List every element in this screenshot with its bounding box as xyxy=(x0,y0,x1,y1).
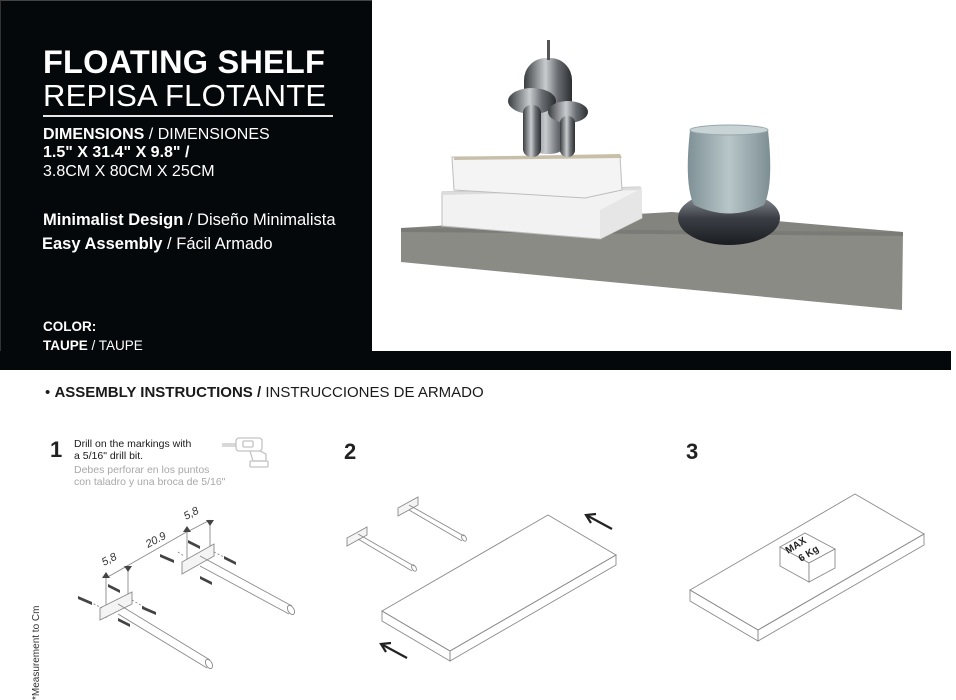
feature-easy-assembly: Easy Assembly / Fácil Armado xyxy=(42,235,273,254)
step-2-number: 2 xyxy=(344,439,357,464)
step-1-text-es-2: con taladro y una broca de 5/16" xyxy=(74,476,226,488)
dimensions-label-en: DIMENSIONS xyxy=(43,126,145,143)
separator: / xyxy=(87,338,99,353)
step-3-max-load-diagram: MAX 6 Kg xyxy=(689,493,925,642)
color-value-en: TAUPE xyxy=(43,338,88,353)
measure-spacing: 20.9 xyxy=(143,530,168,551)
arrow-icon xyxy=(379,512,613,659)
step-1-number: 1 xyxy=(50,437,63,462)
hero-panel xyxy=(0,0,372,351)
color-value: TAUPE / TAUPE xyxy=(43,338,143,353)
bullet: • xyxy=(45,384,51,401)
separator: / xyxy=(183,211,198,229)
color-label: COLOR: xyxy=(43,319,97,334)
step-3-number: 3 xyxy=(686,439,699,464)
separator: / xyxy=(252,384,266,401)
measurement-unit-note: *Measurement to Cm xyxy=(31,605,42,700)
dimensions-imperial: 1.5" X 31.4" X 9.8" / xyxy=(43,144,190,161)
divider-band xyxy=(0,351,951,370)
measure-right-offset: 5,8 xyxy=(182,504,202,522)
dimensions-heading: DIMENSIONS / DIMENSIONES xyxy=(43,126,270,144)
step-1-bracket-diagram: 5,8 20.9 5,8 xyxy=(78,504,296,670)
title-underline xyxy=(43,115,333,117)
feature-es: Fácil Armado xyxy=(176,235,273,253)
product-title-es: REPISA FLOTANTE xyxy=(43,78,327,113)
dimensions-metric: 3.8CM X 80CM X 25CM xyxy=(43,163,215,180)
color-value-es: TAUPE xyxy=(98,338,143,353)
floating-shelf-illustration xyxy=(401,40,903,310)
measure-left-offset: 5,8 xyxy=(100,550,120,568)
assembly-heading: • ASSEMBLY INSTRUCTIONS / INSTRUCCIONES … xyxy=(45,384,484,401)
separator: / xyxy=(162,235,177,253)
assembly-title-en: ASSEMBLY INSTRUCTIONS xyxy=(54,384,253,401)
step-1-text-es-1: Debes perforar en los puntos xyxy=(74,464,210,476)
drill-icon xyxy=(222,437,269,468)
step-2-shelf-slide-diagram xyxy=(346,496,617,662)
feature-es: Diseño Minimalista xyxy=(197,211,336,229)
assembly-title-es: INSTRUCCIONES DE ARMADO xyxy=(265,384,484,401)
product-title-en: FLOATING SHELF xyxy=(43,44,326,80)
feature-en: Minimalist Design xyxy=(43,211,184,229)
separator: / xyxy=(144,126,158,143)
feature-minimalist: Minimalist Design / Diseño Minimalista xyxy=(43,211,336,230)
feature-en: Easy Assembly xyxy=(42,235,163,253)
product-photo xyxy=(372,0,956,351)
step-1-text-en-2: a 5/16" drill bit. xyxy=(74,450,144,462)
step-1-text-en-1: Drill on the markings with xyxy=(74,438,192,450)
dimensions-label-es: DIMENSIONES xyxy=(157,126,270,143)
